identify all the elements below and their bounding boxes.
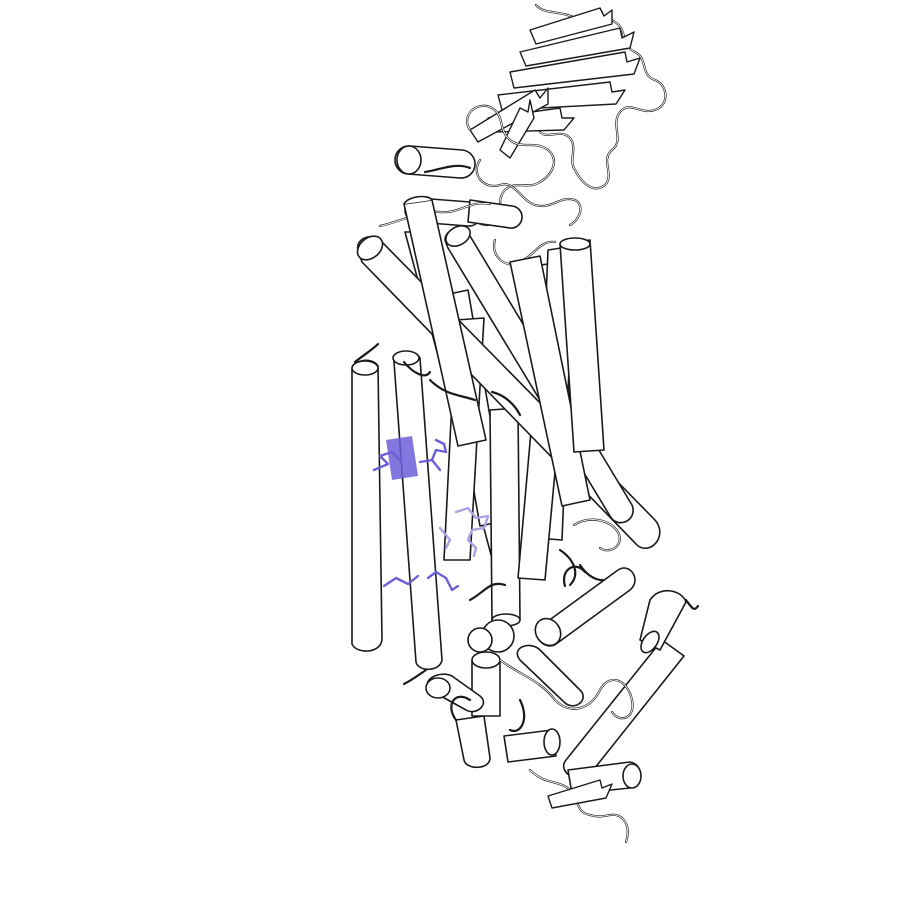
highlighted-residues <box>372 436 490 592</box>
lower-domain <box>402 565 700 844</box>
helix-bundle <box>351 195 661 671</box>
upper-beta-domain <box>463 3 667 227</box>
